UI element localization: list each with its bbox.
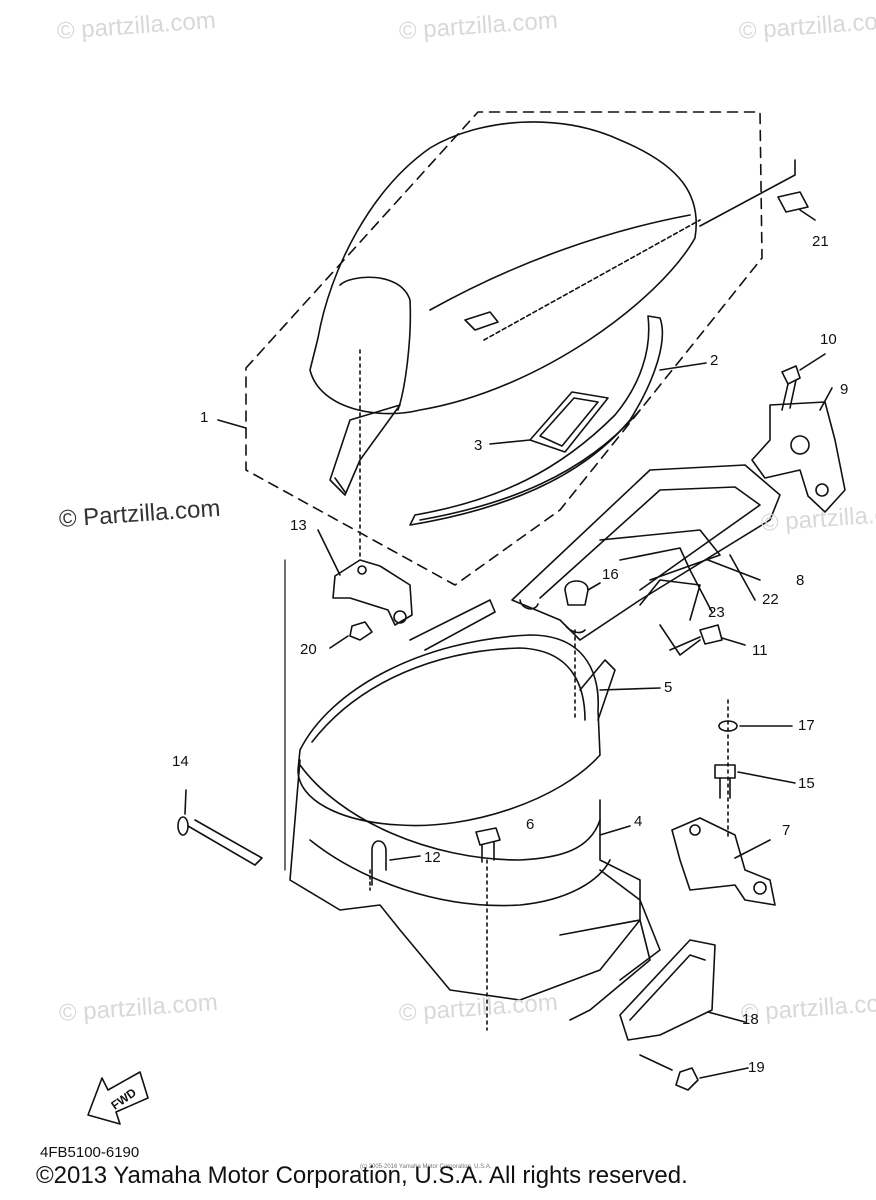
bolt-6 [475, 827, 501, 863]
seat-lock [671, 817, 776, 906]
lock-bracket [619, 939, 716, 1041]
callout-17: 17 [798, 717, 815, 734]
callout-8: 8 [796, 572, 805, 589]
seat-hinge [332, 559, 413, 626]
callout-10: 10 [820, 331, 837, 348]
callout-9: 9 [840, 381, 849, 398]
hook-12 [371, 840, 387, 886]
callout-15: 15 [798, 775, 815, 792]
stud-15 [714, 764, 736, 799]
copyright-notice: ©2013 Yamaha Motor Corporation, U.S.A. A… [36, 1162, 688, 1189]
callout-21: 21 [812, 233, 829, 250]
callout-12: 12 [424, 849, 441, 866]
callout-19: 19 [748, 1059, 765, 1076]
diagram-part-code: 4FB5100-6190 [40, 1144, 140, 1161]
bushing-16 [564, 580, 589, 606]
seat-assembly-boundary [245, 111, 763, 586]
label-sticker [777, 191, 809, 213]
seat-cushion [309, 121, 701, 561]
callout-14: 14 [172, 753, 189, 770]
callout-3: 3 [474, 437, 483, 454]
callout-5: 5 [664, 679, 673, 696]
seat-badge [529, 391, 609, 453]
carrier-frame [511, 464, 781, 656]
mounting-bracket [751, 401, 846, 513]
screw-19 [639, 1054, 699, 1091]
callout-18: 18 [742, 1011, 759, 1028]
callout-4: 4 [634, 813, 643, 830]
callout-7: 7 [782, 822, 791, 839]
callout-20: 20 [300, 641, 317, 658]
callout-23: 23 [708, 604, 725, 621]
fine-print: (c) 2005-2016 Yamaha Motor Corporation, … [360, 1164, 492, 1170]
callout-22: 22 [762, 591, 779, 608]
seat-trim-strips [329, 315, 664, 526]
callout-2: 2 [710, 352, 719, 369]
bolt-11 [669, 624, 723, 651]
fwd-arrow-icon [87, 1071, 149, 1125]
callout-13: 13 [290, 517, 307, 534]
nut-20 [349, 621, 373, 641]
callout-11: 11 [752, 642, 768, 659]
callout-16: 16 [602, 566, 619, 583]
washer-17 [718, 720, 738, 732]
storage-box [289, 599, 661, 1021]
bolt-10 [781, 365, 801, 411]
callout-1: 1 [200, 409, 209, 426]
callout-6: 6 [526, 816, 535, 833]
pin-14 [177, 816, 263, 866]
